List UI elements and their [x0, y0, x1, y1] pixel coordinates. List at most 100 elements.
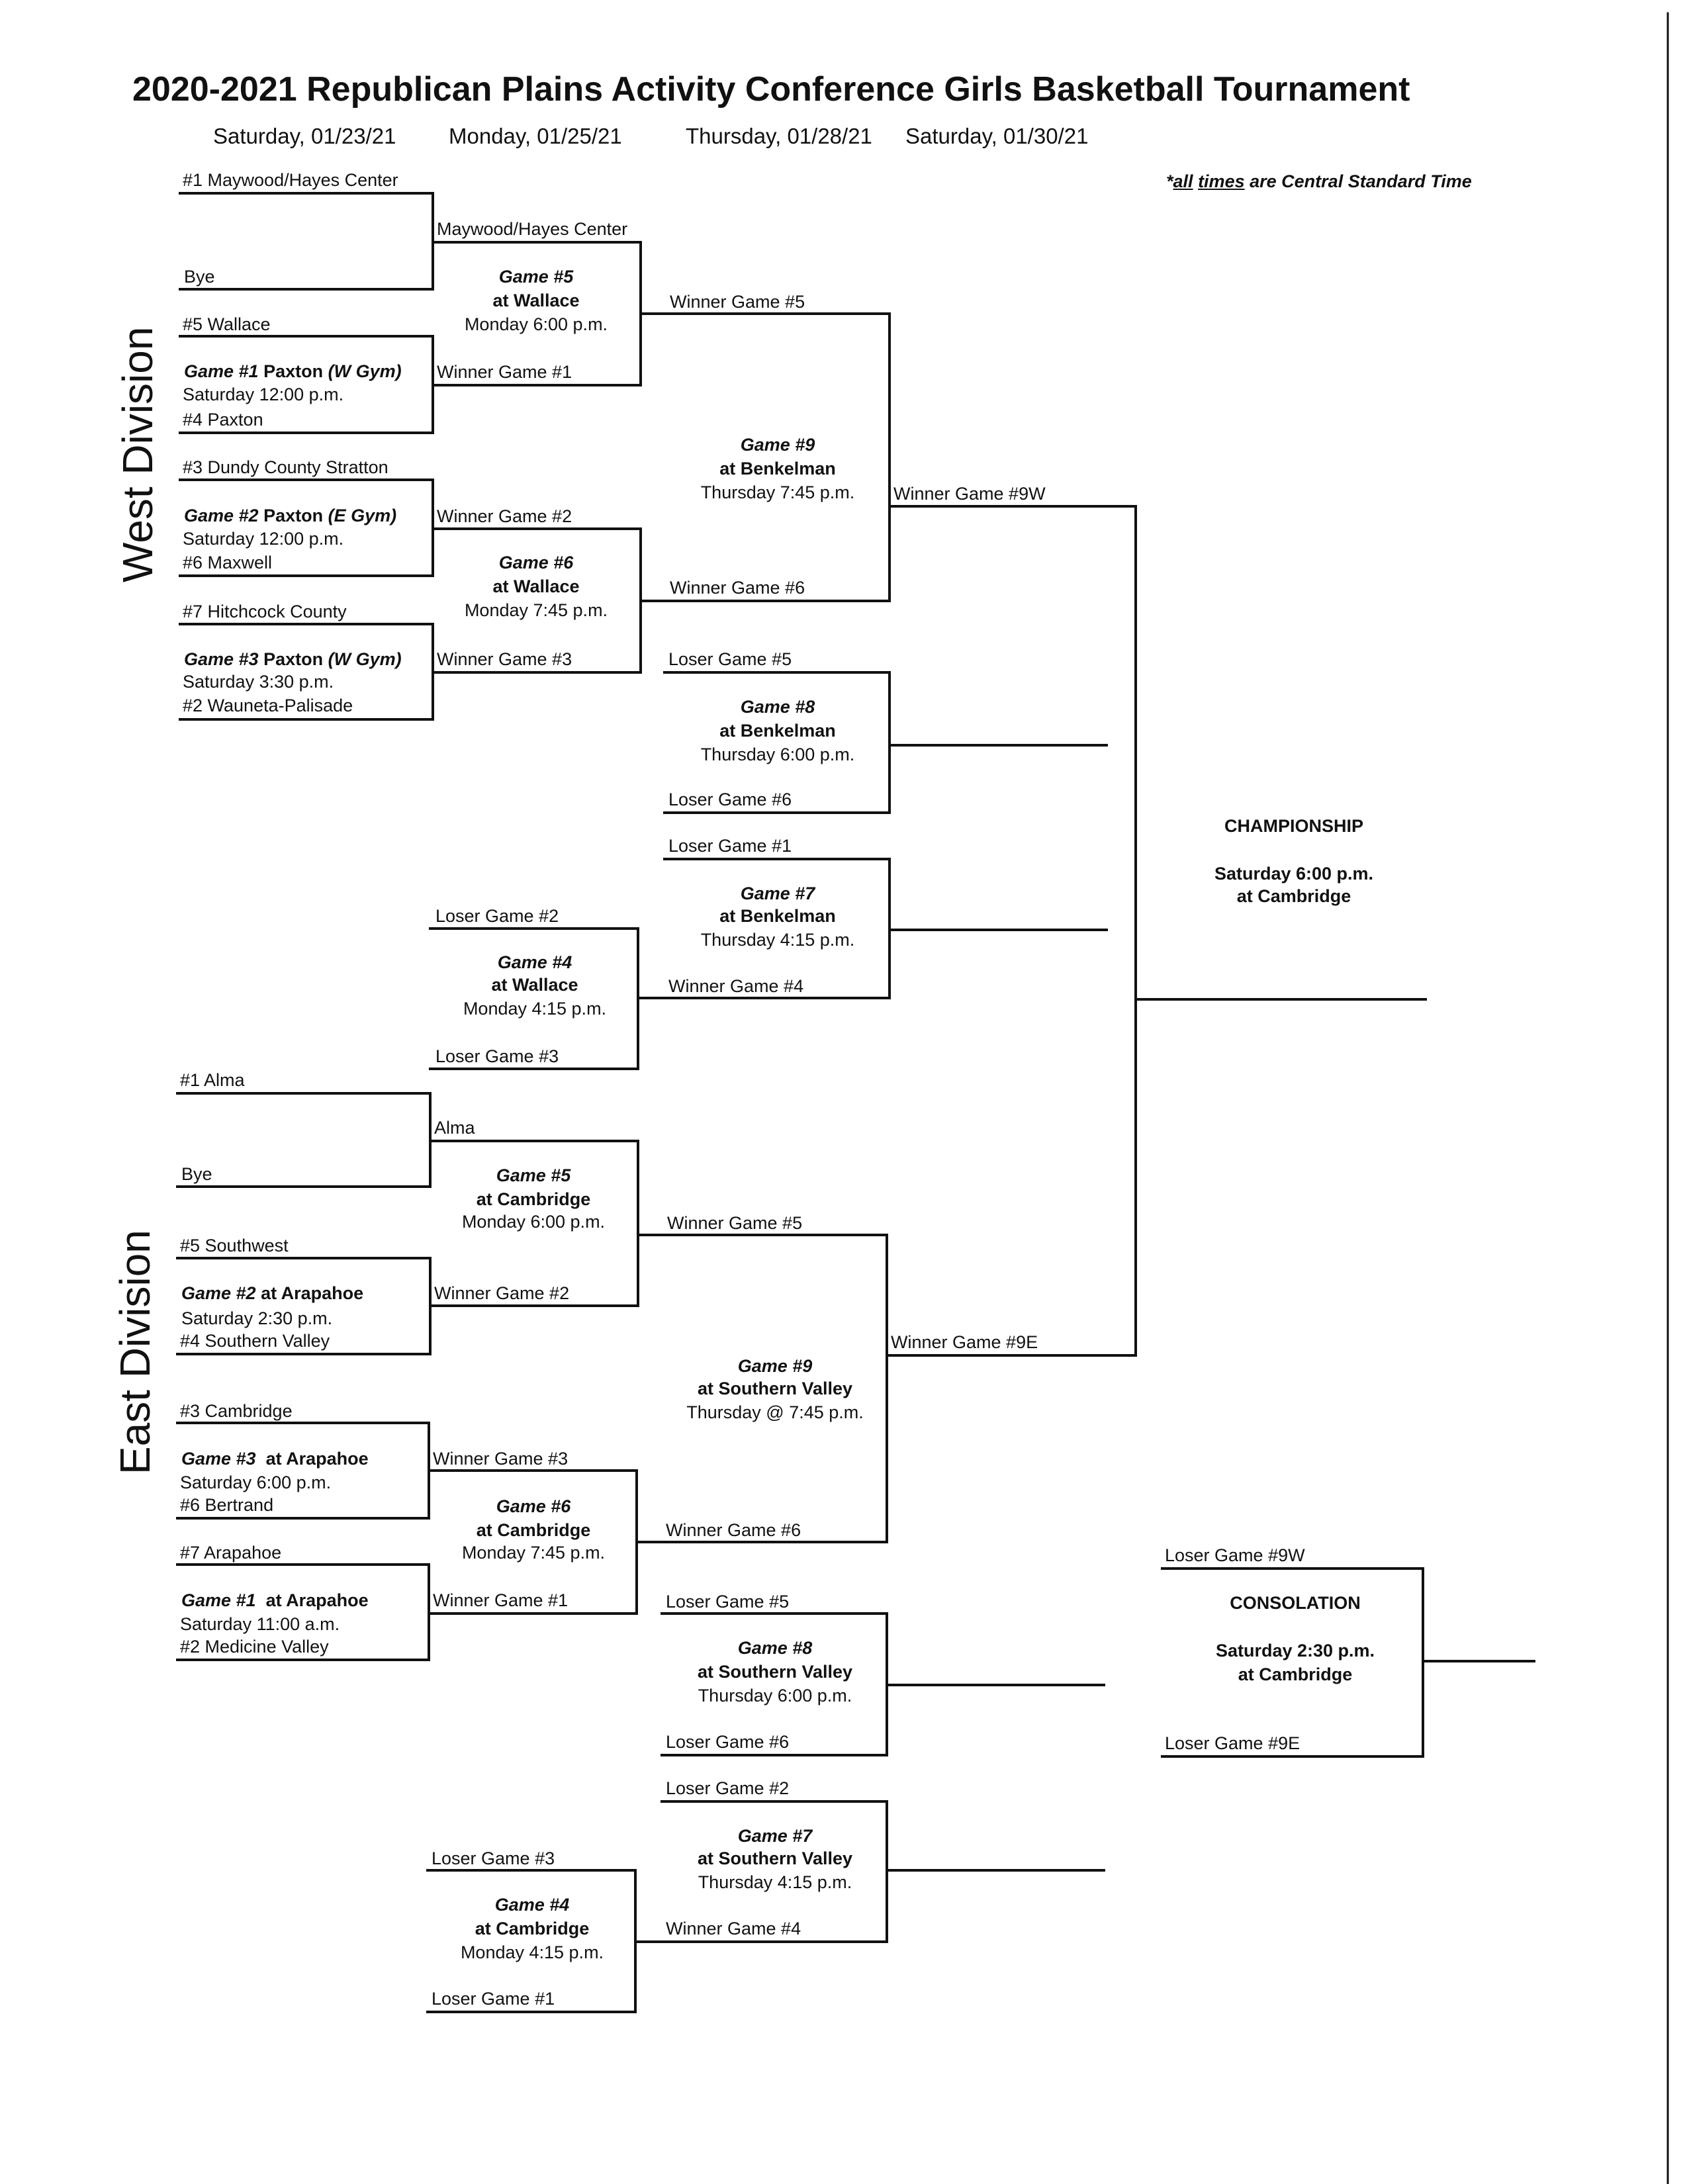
west-g9-bottom: Winner Game #6 [670, 578, 805, 598]
west-game1-gym: (W Gym) [328, 361, 402, 381]
west-g4-loc: at Wallace [491, 975, 578, 995]
championship-time: Saturday 6:00 p.m. [1214, 864, 1374, 884]
east-game2-name: Game #2 [181, 1283, 256, 1303]
east-g6-time: Monday 7:45 p.m. [461, 1543, 606, 1563]
west-g5-time: Monday 6:00 p.m. [464, 314, 608, 334]
west-g5-loc: at Wallace [492, 291, 580, 310]
west-seed1: #1 Maywood/Hayes Center [183, 170, 398, 190]
east-g6-bottom: Winner Game #1 [433, 1590, 569, 1610]
west-g8-bottom: Loser Game #6 [668, 790, 792, 809]
west-game2-name: Game #2 [184, 506, 259, 525]
championship-loc: at Cambridge [1236, 886, 1351, 906]
east-g5-loc: at Cambridge [476, 1189, 591, 1209]
east-seed5: #5 Southwest [180, 1236, 289, 1255]
east-game2: Game #2 at Arapahoe [181, 1283, 363, 1304]
east-game1-loc: at Arapahoe [265, 1590, 369, 1610]
west-seed3: #3 Dundy County Stratton [183, 457, 388, 477]
east-g8-loc: at Southern Valley [697, 1662, 853, 1682]
east-g8-time: Thursday 6:00 p.m. [698, 1686, 852, 1706]
date-thursday-0128: Thursday, 01/28/21 [686, 124, 872, 148]
date-monday-0125: Monday, 01/25/21 [449, 124, 622, 148]
east-g4-loc: at Cambridge [475, 1919, 590, 1938]
west-game2-time: Saturday 12:00 p.m. [183, 529, 344, 549]
east-game2-time: Saturday 2:30 p.m. [181, 1308, 333, 1328]
west-g7-loc: at Benkelman [719, 906, 836, 926]
west-seed7: #7 Hitchcock County [183, 602, 347, 621]
west-g8-time: Thursday 6:00 p.m. [700, 745, 855, 764]
west-g9-top: Winner Game #5 [670, 292, 805, 312]
west-g6-name: Game #6 [498, 553, 574, 572]
east-winner-9e: Winner Game #9E [891, 1332, 1038, 1352]
east-g5-name: Game #5 [496, 1165, 571, 1185]
west-division-label: West Division [114, 326, 161, 582]
west-seed4: #4 Paxton [183, 410, 263, 430]
west-winner-9w: Winner Game #9W [893, 484, 1046, 504]
west-game2-gym: (E Gym) [328, 506, 397, 525]
consolation-time: Saturday 2:30 p.m. [1215, 1641, 1375, 1661]
east-g9-loc: at Southern Valley [697, 1379, 853, 1398]
west-g9-name: Game #9 [740, 435, 815, 455]
east-seed6: #6 Bertrand [180, 1495, 274, 1515]
west-game1: Game #1 Paxton (W Gym) [184, 361, 402, 382]
east-game1-name: Game #1 [181, 1590, 256, 1610]
note-asterisk: * [1166, 171, 1173, 191]
west-g8-loc: at Benkelman [719, 721, 836, 741]
east-g9-time: Thursday @ 7:45 p.m. [686, 1402, 864, 1422]
west-g5-bottom: Winner Game #1 [437, 362, 572, 382]
east-g8-name: Game #8 [737, 1638, 813, 1658]
east-g8-bottom: Loser Game #6 [666, 1732, 790, 1752]
east-g5-bottom: Winner Game #2 [434, 1283, 570, 1303]
west-g4-name: Game #4 [497, 952, 572, 972]
east-g4-time: Monday 4:15 p.m. [460, 1942, 604, 1962]
east-g4-top: Loser Game #3 [432, 1848, 555, 1868]
east-seed2: #2 Medicine Valley [180, 1637, 329, 1657]
east-g7-time: Thursday 4:15 p.m. [698, 1872, 852, 1892]
west-g6-top: Winner Game #2 [437, 506, 572, 526]
page-title: 2020-2021 Republican Plains Activity Con… [132, 70, 1410, 109]
west-g8-name: Game #8 [740, 697, 815, 717]
west-game1-time: Saturday 12:00 p.m. [183, 385, 344, 404]
west-game1-name: Game #1 [184, 361, 259, 381]
east-game3-time: Saturday 6:00 p.m. [180, 1473, 332, 1492]
note-all: all [1173, 171, 1193, 191]
west-bye: Bye [184, 267, 215, 287]
west-g4-time: Monday 4:15 p.m. [463, 999, 607, 1019]
east-game3-name: Game #3 [181, 1449, 256, 1469]
west-g6-time: Monday 7:45 p.m. [464, 600, 608, 620]
date-saturday-0130: Saturday, 01/30/21 [905, 124, 1089, 148]
east-seed7: #7 Arapahoe [180, 1543, 282, 1563]
west-g9-loc: at Benkelman [719, 459, 836, 478]
east-g9-bottom: Winner Game #6 [666, 1520, 801, 1540]
west-game3-loc: Paxton [263, 649, 324, 669]
west-g7-time: Thursday 4:15 p.m. [700, 930, 855, 950]
east-g9-name: Game #9 [737, 1356, 813, 1376]
east-bye: Bye [181, 1164, 212, 1184]
east-g9-top: Winner Game #5 [667, 1213, 803, 1233]
east-g4-name: Game #4 [494, 1895, 570, 1915]
east-game1-time: Saturday 11:00 a.m. [180, 1614, 340, 1634]
east-g6-top: Winner Game #3 [433, 1449, 569, 1469]
west-g4-bottom: Loser Game #3 [435, 1046, 559, 1066]
west-seed6: #6 Maxwell [183, 553, 273, 572]
west-g5-name: Game #5 [498, 267, 574, 287]
consolation-loc: at Cambridge [1238, 1664, 1353, 1684]
date-saturday-0123: Saturday, 01/23/21 [213, 124, 396, 148]
west-g8-top: Loser Game #5 [668, 649, 792, 669]
east-g4-bottom: Loser Game #1 [432, 1989, 555, 2009]
west-g7-name: Game #7 [740, 884, 815, 903]
west-g6-loc: at Wallace [492, 576, 580, 596]
east-g6-loc: at Cambridge [476, 1520, 591, 1540]
west-game2-loc: Paxton [263, 506, 324, 525]
west-game3: Game #3 Paxton (W Gym) [184, 649, 402, 670]
consolation-title: CONSOLATION [1230, 1593, 1361, 1613]
note-times: times [1198, 171, 1245, 191]
east-g7-bottom: Winner Game #4 [666, 1919, 801, 1938]
championship-title: CHAMPIONSHIP [1224, 816, 1363, 836]
east-g7-name: Game #7 [737, 1826, 813, 1846]
west-g6-bottom: Winner Game #3 [437, 649, 572, 669]
note-rest: are Central Standard Time [1250, 171, 1472, 191]
west-g4-top: Loser Game #2 [435, 906, 559, 926]
consolation-top: Loser Game #9W [1165, 1545, 1305, 1565]
consolation-bottom: Loser Game #9E [1165, 1733, 1301, 1753]
west-game1-loc: Paxton [263, 361, 324, 381]
